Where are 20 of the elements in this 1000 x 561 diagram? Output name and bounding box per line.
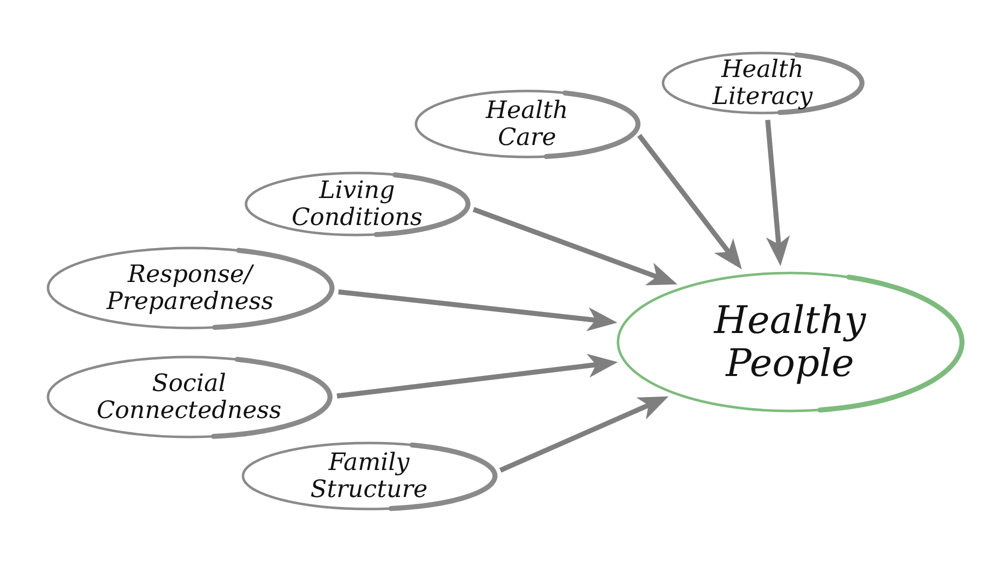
oval-node [615, 270, 965, 414]
oval-node [413, 88, 641, 160]
oval-node [660, 50, 865, 116]
node-text: Social Connectedness [96, 370, 282, 424]
arrow [637, 134, 742, 270]
node-text: Family Structure [310, 449, 428, 503]
arrow [765, 120, 790, 266]
oval-node [240, 440, 498, 512]
node-text: Response/ Preparedness [106, 261, 274, 315]
node-text: Healthy People [714, 299, 866, 385]
arrow [336, 354, 618, 399]
arrow [499, 396, 669, 473]
node-text: Health Literacy [712, 56, 813, 110]
arrow [338, 289, 618, 332]
arrow [472, 207, 678, 286]
node-text: Health Care [486, 97, 568, 151]
oval-node [45, 245, 335, 331]
oval-node [45, 354, 333, 440]
oval-node [243, 170, 471, 238]
node-text: Living Conditions [292, 177, 422, 231]
